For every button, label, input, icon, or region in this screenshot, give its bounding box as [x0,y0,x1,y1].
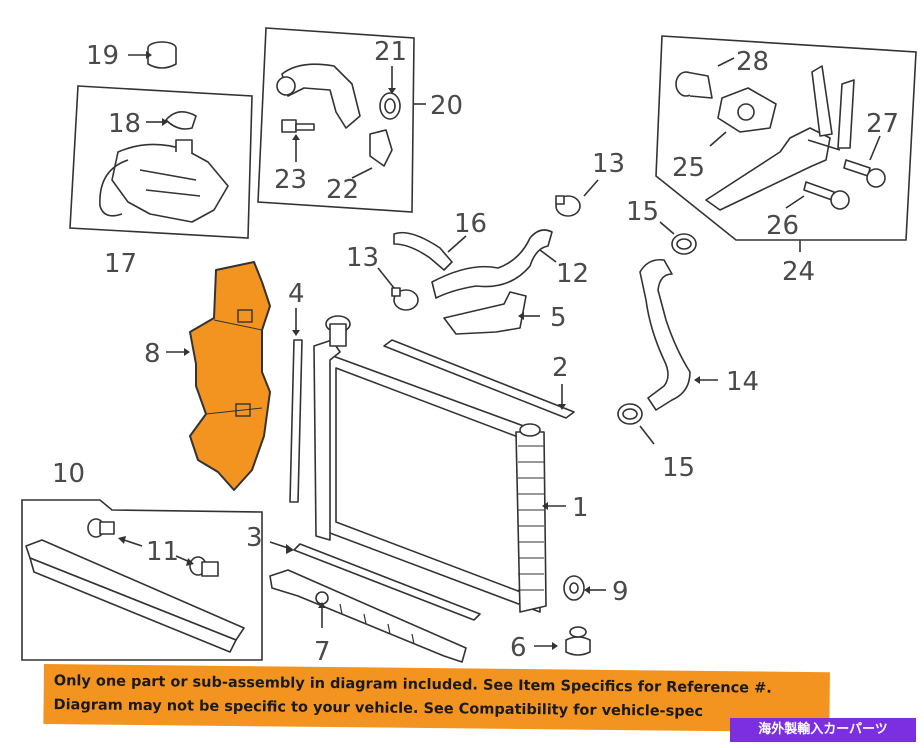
callout-6: 6 [510,633,527,663]
part-19-cap [147,41,177,69]
part-24-housing [705,65,855,211]
callout-13-upper: 13 [592,149,625,179]
callout-24: 24 [782,257,815,287]
part-17-reservoir [99,139,229,223]
air-baffle-fill [189,261,271,491]
group-box-20 [257,27,415,213]
callout-7: 7 [314,637,331,667]
part-28-outlet [675,71,713,99]
part-14-lower-hose [639,258,691,411]
part-26-bolt [803,181,850,210]
part-10-deflector [25,539,245,653]
callout-27: 27 [866,109,899,139]
group-box-24 [655,35,917,241]
group-box-10 [21,499,263,661]
callout-15-upper: 15 [626,197,659,227]
callout-1: 1 [572,493,589,523]
import-parts-badge: 海外製輸入カーパーツ [730,718,916,742]
callout-23: 23 [274,165,307,195]
part-11-pushpin-a [87,518,115,538]
callout-28: 28 [736,47,769,77]
part-25-gasket [717,87,777,133]
callout-8: 8 [144,339,161,369]
callout-17: 17 [104,249,137,279]
part-18-cap [165,111,197,130]
part-3-strip [293,543,481,621]
part-22-seal [369,129,393,167]
part-12-upper-hose [431,229,553,299]
callout-5: 5 [550,303,567,333]
callout-19: 19 [86,41,119,71]
callout-18: 18 [108,109,141,139]
part-7-lower-baffle [269,569,467,663]
callout-16: 16 [454,209,487,239]
callout-4: 4 [288,279,305,309]
callout-10: 10 [52,459,85,489]
part-6-isolator [565,626,591,656]
part-8-air-baffle [189,261,271,491]
part-11-pushpin-b [189,556,219,577]
callout-21: 21 [374,37,407,67]
callout-14: 14 [726,367,759,397]
part-15-clamp-upper [671,233,697,255]
part-4-seal [289,339,303,503]
part-9-washer [563,575,585,601]
callout-2: 2 [552,353,569,383]
callout-26: 26 [766,211,799,241]
callout-13-lower: 13 [346,243,379,273]
callout-12: 12 [556,259,589,289]
part-5-bracket [443,291,527,335]
part-16-hose [393,231,453,271]
callout-15-lower: 15 [662,453,695,483]
group-box-17 [69,85,253,239]
part-15-clamp-lower [617,403,643,425]
callout-22: 22 [326,175,359,205]
part-1-radiator [313,315,547,613]
callout-25: 25 [672,153,705,183]
part-20-fitting [276,63,361,129]
part-13-clamp-upper [555,195,581,217]
part-21-gasket [379,92,401,120]
callout-11: 11 [146,537,179,567]
part-2-strip [383,339,575,419]
callout-3: 3 [246,523,263,553]
part-23-bolt [281,119,315,133]
part-13-clamp-lower [391,287,419,311]
part-27-bolt [843,159,886,188]
callout-20: 20 [430,91,463,121]
disclaimer-banner: Only one part or sub-assembly in diagram… [43,664,830,733]
callout-9: 9 [612,577,629,607]
